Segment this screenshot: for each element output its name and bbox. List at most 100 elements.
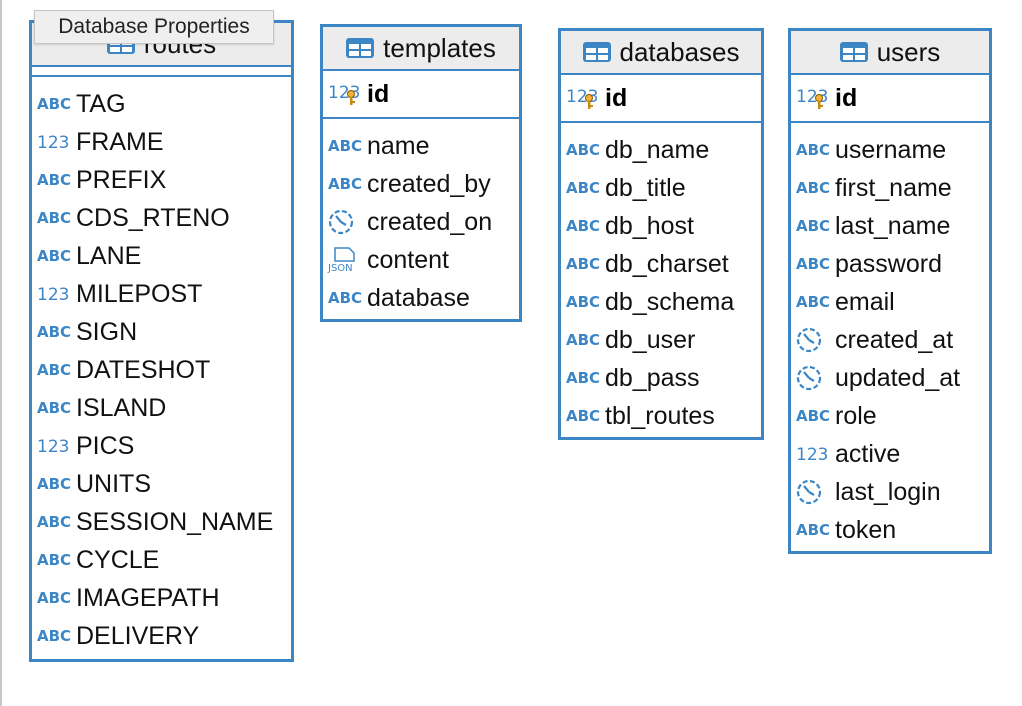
svg-text:ABC: ABC [796, 407, 830, 425]
column-name: MILEPOST [76, 279, 203, 308]
abc-type-icon: ABC [795, 175, 831, 201]
column-row[interactable]: ABC tbl_routes [565, 397, 761, 435]
primary-key-row[interactable]: 123 id [561, 75, 761, 123]
svg-text:ABC: ABC [328, 137, 362, 155]
svg-text:JSON: JSON [327, 263, 353, 273]
abc-type-icon: ABC [565, 251, 601, 277]
column-row[interactable]: created_on [327, 203, 519, 241]
entity-header[interactable]: databases [561, 31, 761, 75]
svg-text:ABC: ABC [37, 95, 71, 113]
column-row[interactable]: ABC role [795, 397, 989, 435]
column-name: SESSION_NAME [76, 507, 274, 536]
abc-type-icon: ABC [327, 133, 363, 159]
svg-text:ABC: ABC [37, 323, 71, 341]
abc-type-icon: ABC [795, 289, 831, 315]
svg-text:ABC: ABC [37, 247, 71, 265]
column-name: active [835, 439, 901, 468]
abc-type-icon: ABC [795, 403, 831, 429]
primary-key-name: id [605, 83, 628, 112]
column-row[interactable]: ABC IMAGEPATH [36, 579, 291, 617]
tooltip: Database Properties [34, 10, 274, 44]
svg-text:ABC: ABC [37, 627, 71, 645]
svg-text:ABC: ABC [37, 399, 71, 417]
primary-key-icon: 123 [565, 85, 601, 111]
primary-key-row[interactable]: 123 id [323, 71, 519, 119]
svg-text:123: 123 [328, 83, 360, 103]
abc-type-icon: ABC [795, 137, 831, 163]
column-row[interactable]: updated_at [795, 359, 989, 397]
column-name: created_by [367, 169, 491, 198]
json-type-icon: JSON [327, 247, 363, 273]
column-row[interactable]: last_login [795, 473, 989, 511]
column-name: UNITS [76, 469, 151, 498]
column-row[interactable]: JSON content [327, 241, 519, 279]
column-name: last_login [835, 477, 941, 506]
svg-text:123: 123 [37, 437, 69, 457]
column-row[interactable]: ABC SIGN [36, 313, 291, 351]
svg-text:ABC: ABC [566, 407, 600, 425]
column-name: CYCLE [76, 545, 160, 574]
entity-header[interactable]: templates [323, 27, 519, 71]
entity-routes[interactable]: routes ABCTAG123FRAMEABCPREFIXABCCDS_RTE… [29, 20, 294, 662]
svg-text:ABC: ABC [566, 293, 600, 311]
svg-text:ABC: ABC [37, 361, 71, 379]
svg-text:ABC: ABC [566, 369, 600, 387]
column-name: db_host [605, 211, 694, 240]
entity-header[interactable]: users [791, 31, 989, 75]
column-name: PREFIX [76, 165, 167, 194]
svg-text:ABC: ABC [566, 179, 600, 197]
svg-text:ABC: ABC [566, 141, 600, 159]
svg-text:ABC: ABC [37, 589, 71, 607]
datetime-type-icon [795, 365, 831, 391]
column-name: tbl_routes [605, 401, 715, 430]
primary-key-row[interactable]: 123 id [791, 75, 989, 123]
column-name: first_name [835, 173, 952, 202]
abc-type-icon: ABC [795, 251, 831, 277]
column-row[interactable]: created_at [795, 321, 989, 359]
svg-text:ABC: ABC [796, 293, 830, 311]
table-icon [839, 42, 868, 62]
column-name: IMAGEPATH [76, 583, 220, 612]
abc-type-icon: ABC [327, 171, 363, 197]
column-name: role [835, 401, 877, 430]
column-name: SIGN [76, 317, 138, 346]
column-name: content [367, 245, 450, 274]
svg-text:ABC: ABC [566, 331, 600, 349]
